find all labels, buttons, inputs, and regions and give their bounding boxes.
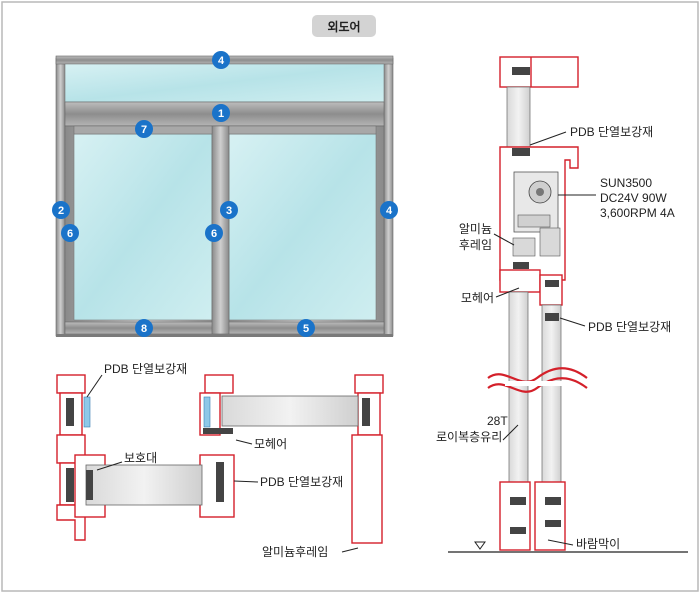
badge-6-left: 6 — [61, 224, 79, 242]
plan-upper-glass — [221, 395, 359, 427]
vertical-section — [499, 56, 579, 551]
badge-4-right: 4 — [380, 201, 398, 219]
label-motor-line1: SUN3500 — [600, 176, 652, 190]
badge-1: 1 — [212, 104, 230, 122]
section-gaskets — [510, 67, 561, 534]
label-alum-frame-2: 후레임 — [459, 238, 492, 252]
label-motor-line3: 3,600RPM 4A — [600, 206, 675, 220]
label-pdb-mid: PDB 단열보강재 — [588, 320, 671, 334]
door-elevation — [55, 55, 394, 337]
floor-line — [56, 334, 393, 337]
floor-level-marker — [474, 541, 486, 550]
label-alum-frame-1: 알미늄 — [459, 222, 492, 236]
right-top-rail — [228, 125, 377, 135]
plan-pdb-mid — [203, 396, 211, 428]
label-alum-frame-bottom: 알미늄후레임 — [262, 545, 328, 559]
plan-leaders — [86, 374, 359, 553]
break-lines — [487, 367, 588, 393]
label-pdb-bottom-left: PDB 단열보강재 — [104, 362, 187, 376]
section-top-frame — [499, 56, 579, 88]
label-pdb-bottom-mid: PDB 단열보강재 — [260, 475, 343, 489]
break-gap — [505, 381, 565, 386]
section-bottom-left — [499, 481, 531, 551]
svg-text:1: 1 — [218, 108, 224, 120]
section-door-top — [499, 269, 541, 293]
plan-right-frame — [351, 434, 383, 544]
badge-6-mid: 6 — [205, 224, 223, 242]
motor-detail — [512, 171, 561, 257]
svg-text:3: 3 — [226, 205, 232, 217]
svg-text:4: 4 — [386, 205, 393, 217]
plan-gaskets — [66, 398, 370, 502]
right-post — [383, 57, 394, 337]
plan-left-jamb-top — [56, 374, 86, 394]
badge-3: 3 — [220, 201, 238, 219]
label-pdb-top: PDB 단열보강재 — [570, 125, 653, 139]
label-wind-stop: 바람막이 — [576, 537, 620, 551]
badge-4-top: 4 — [212, 51, 230, 69]
svg-text:2: 2 — [58, 205, 64, 217]
badge-8: 8 — [135, 319, 153, 337]
section-door-top-right — [539, 274, 563, 306]
plan-lower-glass — [85, 464, 203, 506]
badge-5: 5 — [297, 319, 315, 337]
plan-pdb-left — [83, 396, 91, 428]
svg-text:6: 6 — [211, 228, 217, 240]
label-glass-2: 로이복층유리 — [436, 430, 502, 444]
section-door-glass-right — [541, 304, 562, 496]
title-text: 외도어 — [327, 19, 360, 34]
label-mohair-right: 모헤어 — [461, 291, 494, 305]
label-motor-line2: DC24V 90W — [600, 191, 667, 205]
section-transom-glass — [506, 86, 531, 148]
svg-text:7: 7 — [141, 124, 147, 136]
label-protector: 보호대 — [124, 451, 157, 465]
left-leaf-glass — [73, 133, 213, 321]
plan-right-top — [354, 374, 384, 394]
section-leaders — [493, 131, 596, 546]
badge-7: 7 — [135, 120, 153, 138]
label-mohair-bottom: 모헤어 — [254, 437, 287, 451]
section-bottom-right — [534, 481, 566, 551]
badge-2: 2 — [52, 201, 70, 219]
transom-glass — [64, 63, 385, 103]
left-post — [55, 57, 66, 337]
svg-text:5: 5 — [303, 323, 309, 335]
svg-text:6: 6 — [67, 228, 73, 240]
title-pill — [312, 15, 376, 37]
svg-text:8: 8 — [141, 323, 147, 335]
right-leaf-glass — [228, 133, 377, 321]
label-glass-1: 28T — [487, 414, 508, 428]
plan-mid-top — [204, 374, 234, 394]
svg-text:4: 4 — [218, 55, 225, 67]
